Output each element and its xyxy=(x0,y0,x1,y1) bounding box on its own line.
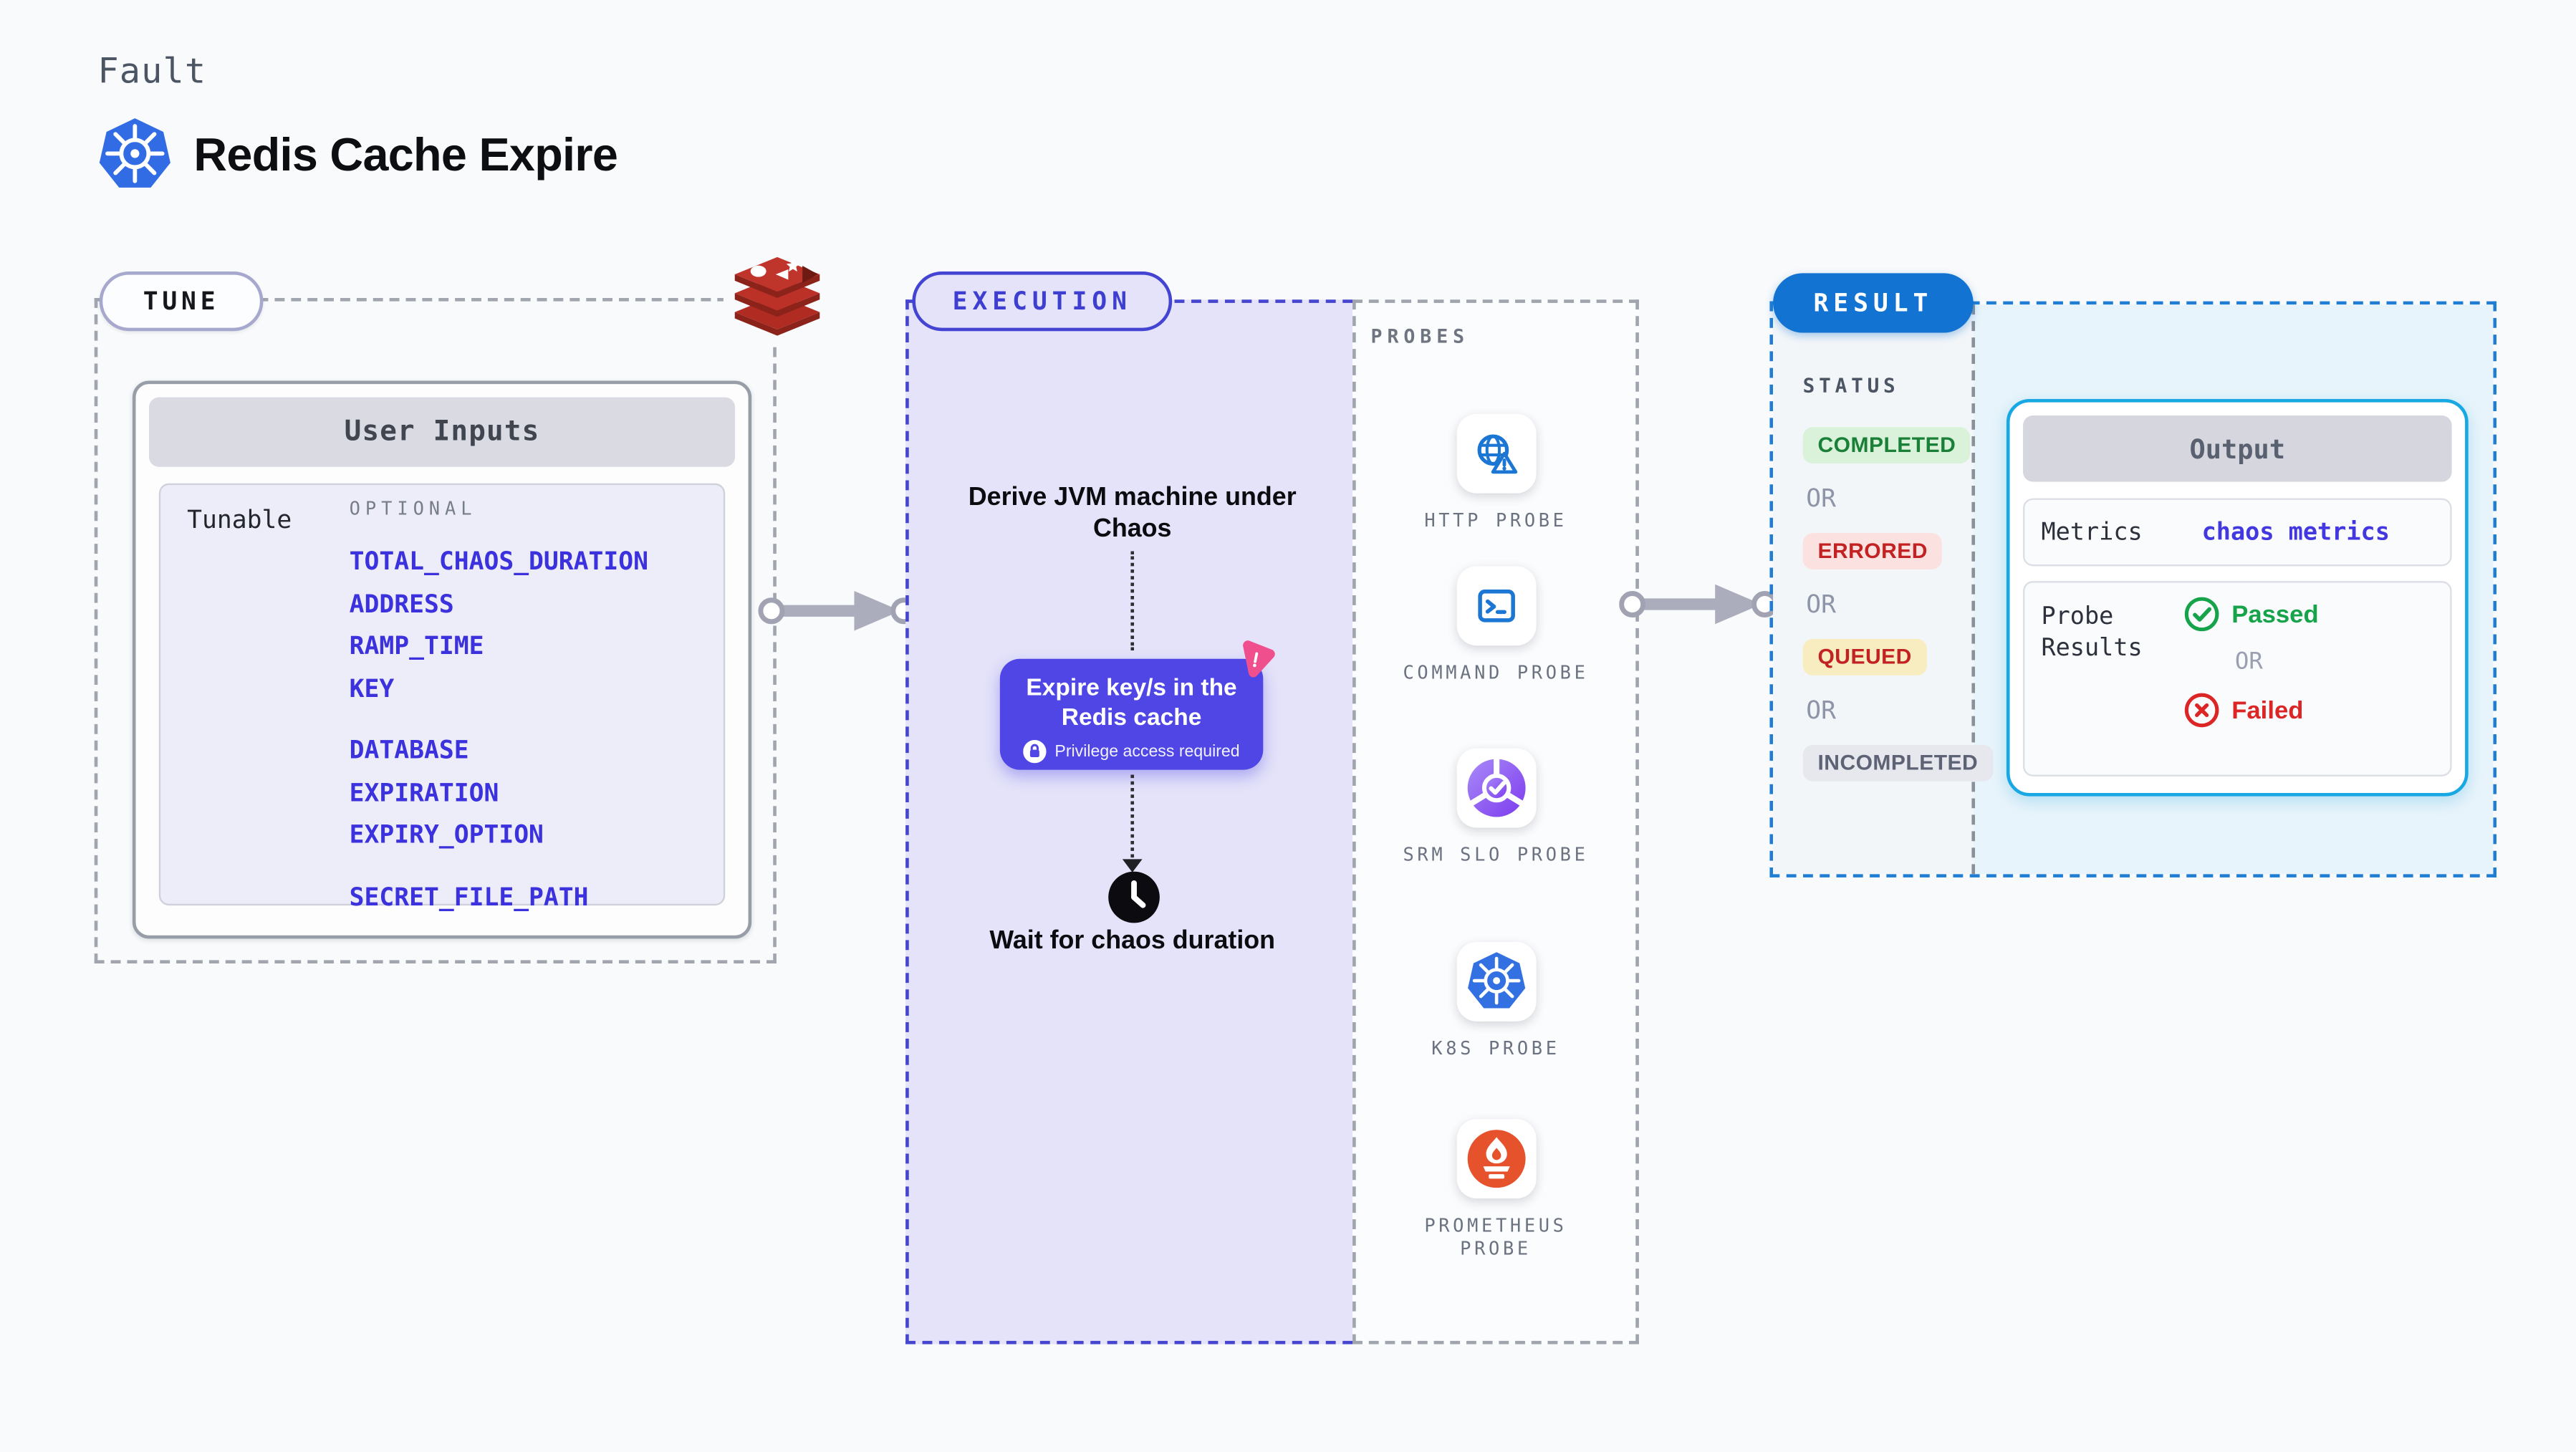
prometheus-icon xyxy=(1456,1119,1536,1199)
execution-pill: EXECUTION xyxy=(912,271,1173,332)
probe-label: K8S PROBE xyxy=(1431,1037,1560,1060)
metrics-value[interactable]: chaos metrics xyxy=(2201,519,2390,546)
page-title: Redis Cache Expire xyxy=(193,129,618,181)
probe-label: PROMETHEUS PROBE xyxy=(1424,1215,1567,1260)
execution-section: EXECUTION Derive JVM machine under Chaos… xyxy=(905,271,1353,1345)
metrics-row: Metrics chaos metrics xyxy=(2023,498,2452,567)
result-section: RESULT STATUS COMPLETED OR ERRORED OR QU… xyxy=(1769,273,2496,878)
probe-label: HTTP PROBE xyxy=(1424,509,1567,532)
litmus-chaos-icon xyxy=(1235,638,1279,691)
privilege-note: Privilege access required xyxy=(1000,740,1263,764)
probe-http: HTTP PROBE xyxy=(1356,413,1636,533)
input-total-chaos-duration[interactable]: TOTAL_CHAOS_DURATION xyxy=(349,546,649,577)
status-badge-incompleted: INCOMPLETED xyxy=(1802,744,1994,782)
input-secret-file-path[interactable]: SECRET_FILE_PATH xyxy=(349,881,589,912)
redis-icon xyxy=(723,249,830,346)
tunable-panel: Tunable OPTIONAL TOTAL_CHAOS_DURATION AD… xyxy=(158,483,726,911)
result-pill: RESULT xyxy=(1773,273,1974,333)
flow-arrow-tune-to-execution xyxy=(758,591,918,631)
input-address[interactable]: ADDRESS xyxy=(349,588,454,619)
globe-alert-icon xyxy=(1456,413,1536,494)
chaos-action-card[interactable]: Expire key/s in the Redis cache Privileg… xyxy=(999,640,1275,770)
optional-label: OPTIONAL xyxy=(349,498,477,520)
user-inputs-card: User Inputs Tunable OPTIONAL TOTAL_CHAOS… xyxy=(132,380,752,939)
tune-section: TUNE User Inputs Tunab xyxy=(94,249,830,964)
x-circle-icon xyxy=(2184,693,2219,728)
flow-arrow-execution-to-result xyxy=(1619,584,1779,625)
passed-row: Passed xyxy=(2183,596,2319,633)
probes-label: PROBES xyxy=(1370,324,1470,348)
probe-k8s: K8S PROBE xyxy=(1356,941,1636,1061)
derive-step-label: Derive JVM machine under Chaos xyxy=(968,483,1297,544)
fault-kicker: Fault xyxy=(97,51,207,92)
kubernetes-icon xyxy=(96,116,174,194)
failed-row: Failed xyxy=(2183,692,2318,729)
probe-results-row: Probe Results Passed OR xyxy=(2023,581,2452,777)
slo-donut-icon xyxy=(1456,748,1536,828)
probe-label: SRM SLO PROBE xyxy=(1403,844,1589,866)
status-badge-errored: ERRORED xyxy=(1802,533,1943,569)
action-title: Expire key/s in the Redis cache xyxy=(1026,675,1237,732)
failed-label: Failed xyxy=(2231,696,2304,725)
or-label: OR xyxy=(2234,648,2263,675)
input-key[interactable]: KEY xyxy=(349,673,395,703)
probe-command: COMMAND PROBE xyxy=(1356,566,1636,685)
status-badge-queued: QUEUED xyxy=(1802,639,1927,675)
or-label: OR xyxy=(1806,695,1837,726)
connector-line xyxy=(1130,774,1135,858)
check-circle-icon xyxy=(2184,597,2219,632)
divider xyxy=(1971,304,1976,875)
clock-icon xyxy=(1106,869,1163,933)
probe-srm-slo: SRM SLO PROBE xyxy=(1356,748,1636,867)
kubernetes-icon xyxy=(1456,941,1536,1021)
lock-icon xyxy=(1023,740,1047,764)
input-ramp-time[interactable]: RAMP_TIME xyxy=(349,630,484,661)
output-card: Output Metrics chaos metrics Probe Resul… xyxy=(2006,398,2469,797)
output-title: Output xyxy=(2023,415,2452,482)
user-inputs-title: User Inputs xyxy=(148,397,736,467)
input-expiration[interactable]: EXPIRATION xyxy=(349,777,499,807)
connector-line xyxy=(1130,551,1135,651)
wait-step-label: Wait for chaos duration xyxy=(989,927,1276,956)
input-expiry-option[interactable]: EXPIRY_OPTION xyxy=(349,819,544,850)
probes-section: PROBES HTTP PROBE xyxy=(1352,299,1639,1345)
input-database[interactable]: DATABASE xyxy=(349,735,469,765)
tune-pill: TUNE xyxy=(99,271,264,332)
probe-prometheus: PROMETHEUS PROBE xyxy=(1356,1119,1636,1261)
tunable-label: Tunable xyxy=(187,504,292,535)
status-badge-completed: COMPLETED xyxy=(1802,427,1971,464)
passed-label: Passed xyxy=(2231,600,2319,629)
status-label: STATUS xyxy=(1802,374,1900,398)
or-label: OR xyxy=(1806,483,1837,514)
metrics-label: Metrics xyxy=(2041,519,2143,546)
probe-results-label: Probe Results xyxy=(2041,604,2143,663)
terminal-icon xyxy=(1456,566,1536,646)
status-list: COMPLETED OR ERRORED OR QUEUED OR INCOMP… xyxy=(1802,427,1994,782)
probe-label: COMMAND PROBE xyxy=(1403,662,1589,684)
arrowhead-icon xyxy=(1122,859,1143,872)
or-label: OR xyxy=(1806,589,1837,620)
privilege-note-text: Privilege access required xyxy=(1054,742,1240,761)
